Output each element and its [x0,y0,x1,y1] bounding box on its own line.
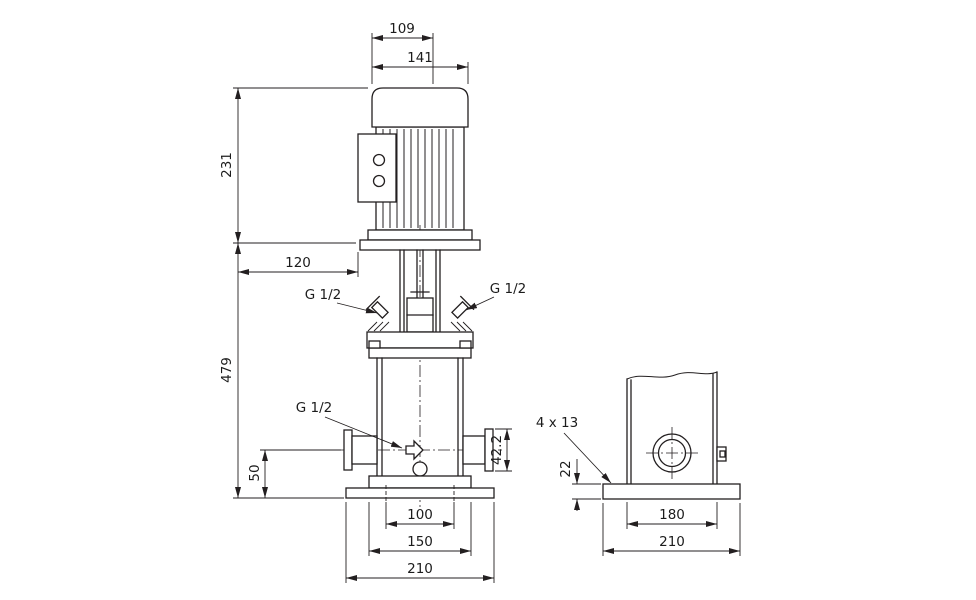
dim-hole-span-side-label: 180 [659,507,685,523]
dim-port-flange-label: 42.2 [489,435,505,465]
suction-port [351,435,378,465]
flow-direction-icon [405,439,424,461]
side-port-inner [657,438,687,468]
dim-pump-height-label: 479 [219,357,235,383]
side-body-walls [626,371,718,485]
front-view [338,87,502,507]
bottom-flange [368,475,472,489]
dim-motor-top-width: 109 [371,21,434,84]
dim-flange-span-label: 150 [407,534,433,550]
dim-motor-height-label: 231 [219,152,235,178]
flange-nut-right [459,340,472,349]
label-foot-holes: 4 x 13 [536,415,612,484]
cable-entry-bottom [372,174,386,188]
label-drain: G 1/2 [296,400,403,449]
vent-plug-right [451,295,475,319]
label-vent-left: G 1/2 [305,287,378,314]
head-flange [366,331,474,349]
flange-nut-left [368,340,381,349]
dim-motor-width-label: 141 [407,50,433,66]
dim-base-width-side: 210 [602,503,741,556]
label-vent-right: G 1/2 [465,281,526,311]
label-vent-right-text: G 1/2 [490,281,526,297]
dim-pump-height: 479 [219,243,344,499]
dim-port-flange: 42.2 [489,428,512,472]
base-plate [345,487,495,499]
dim-motor-height: 231 [219,87,368,244]
clamp-tab [716,446,727,462]
side-view [602,371,741,500]
motor-stool-plate [359,239,481,251]
dimensions-front: 109 141 231 120 479 50 [219,21,526,583]
motor [357,87,481,251]
sleeve-walls [376,357,464,477]
label-vent-left-text: G 1/2 [305,287,341,303]
break-line [626,371,718,380]
dim-hole-span-front-label: 100 [407,507,433,523]
side-base-plate [602,483,741,500]
dim-motor-width: 141 [372,50,469,84]
vent-plug-left [365,295,389,319]
ports [343,428,494,477]
head-hatching [367,321,473,332]
drain-port-circle [412,461,428,477]
dim-head-depth: 120 [238,252,359,277]
sleeve-top-flange [368,347,472,359]
dim-head-depth-label: 120 [285,255,311,271]
discharge-port [462,435,486,465]
dim-base-width-front-label: 210 [407,561,433,577]
coupling-section [399,249,441,333]
label-foot-holes-text: 4 x 13 [536,415,578,431]
stay-bolts [399,249,441,333]
pump-base [345,475,495,501]
terminal-box [357,133,397,203]
shaft [410,249,430,299]
label-drain-text: G 1/2 [296,400,332,416]
fan-cover [371,87,469,128]
cable-entry-top [372,153,386,167]
clamp-tab-detail [719,450,726,458]
dim-hole-span-front: 100 [385,502,455,529]
dim-hole-span-side: 180 [626,502,718,529]
discharge-port-flange [484,428,494,472]
dim-flange-span: 150 [368,502,472,556]
dim-port-height: 50 [247,449,341,498]
dim-motor-top-width-label: 109 [389,21,415,37]
pump-head [365,295,475,349]
dim-base-width-side-label: 210 [659,534,685,550]
dimensions-side: 4 x 13 22 180 210 [536,415,741,556]
dim-base-thickness-label: 22 [558,460,574,477]
pump-sleeve [368,340,472,477]
dim-base-width-front: 210 [345,502,495,583]
base-hole-marks [385,485,455,501]
dim-base-thickness: 22 [558,459,601,511]
motor-flange [367,229,473,241]
dim-port-height-label: 50 [247,464,263,481]
suction-port-flange [343,429,353,471]
